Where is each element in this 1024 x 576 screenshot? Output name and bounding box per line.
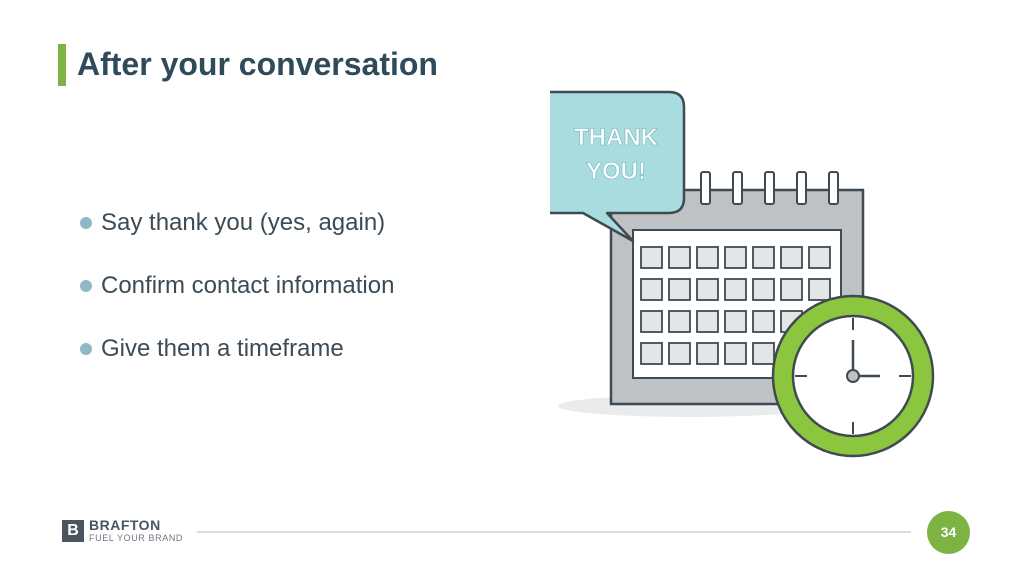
calendar-ring xyxy=(796,171,807,205)
brafton-logo: B BRAFTON FUEL YOUR BRAND xyxy=(62,517,192,545)
bullet-text: Say thank you (yes, again) xyxy=(101,209,386,236)
calendar-day-cell xyxy=(640,310,663,333)
calendar-day-cell xyxy=(752,278,775,301)
calendar-day-cell xyxy=(780,278,803,301)
calendar-day-cell xyxy=(724,246,747,269)
calendar-day-cell xyxy=(668,310,691,333)
logo-name: BRAFTON xyxy=(89,517,161,533)
bullet-text: Confirm contact information xyxy=(101,272,395,299)
calendar-day-cell xyxy=(752,246,775,269)
thank-you-illustration: THANK YOU! xyxy=(550,90,935,458)
calendar-ring xyxy=(700,171,711,205)
logo-tagline: FUEL YOUR BRAND xyxy=(89,533,184,543)
calendar-day-cell xyxy=(808,278,831,301)
calendar-day-cell xyxy=(696,342,719,365)
calendar-day-cell xyxy=(752,310,775,333)
speech-bubble-icon: THANK YOU! xyxy=(550,90,686,243)
calendar-day-cell xyxy=(724,310,747,333)
calendar-ring xyxy=(828,171,839,205)
slide-title: After your conversation xyxy=(77,46,438,82)
calendar-day-cell xyxy=(668,342,691,365)
bullet-dot-icon xyxy=(80,280,92,292)
clock-icon xyxy=(771,294,935,458)
calendar-day-cell xyxy=(640,278,663,301)
footer-divider xyxy=(197,531,911,533)
calendar-day-cell xyxy=(668,246,691,269)
calendar-day-cell xyxy=(752,342,775,365)
calendar-day-cell xyxy=(724,278,747,301)
bullet-item: Give them a timeframe xyxy=(80,330,394,393)
bubble-text-line2: YOU! xyxy=(586,158,646,185)
logo-mark-icon: B xyxy=(62,520,84,542)
calendar-day-cell xyxy=(808,246,831,269)
calendar-day-cell xyxy=(696,246,719,269)
calendar-day-cell xyxy=(780,246,803,269)
calendar-day-cell xyxy=(640,246,663,269)
bullet-text: Give them a timeframe xyxy=(101,335,344,362)
calendar-day-cell xyxy=(724,342,747,365)
calendar-day-cell xyxy=(640,342,663,365)
bullet-item: Confirm contact information xyxy=(80,267,394,330)
calendar-day-cell xyxy=(696,278,719,301)
title-accent-bar xyxy=(58,44,66,86)
bullet-item: Say thank you (yes, again) xyxy=(80,204,394,267)
calendar-ring xyxy=(764,171,775,205)
calendar-ring xyxy=(732,171,743,205)
bullet-dot-icon xyxy=(80,343,92,355)
calendar-day-cell xyxy=(696,310,719,333)
page-number: 34 xyxy=(927,511,970,554)
calendar-rings xyxy=(700,171,839,205)
bubble-text-line1: THANK xyxy=(574,124,659,151)
bullet-list: Say thank you (yes, again) Confirm conta… xyxy=(80,204,394,393)
calendar-grid xyxy=(640,246,831,365)
bullet-dot-icon xyxy=(80,217,92,229)
calendar-day-cell xyxy=(668,278,691,301)
